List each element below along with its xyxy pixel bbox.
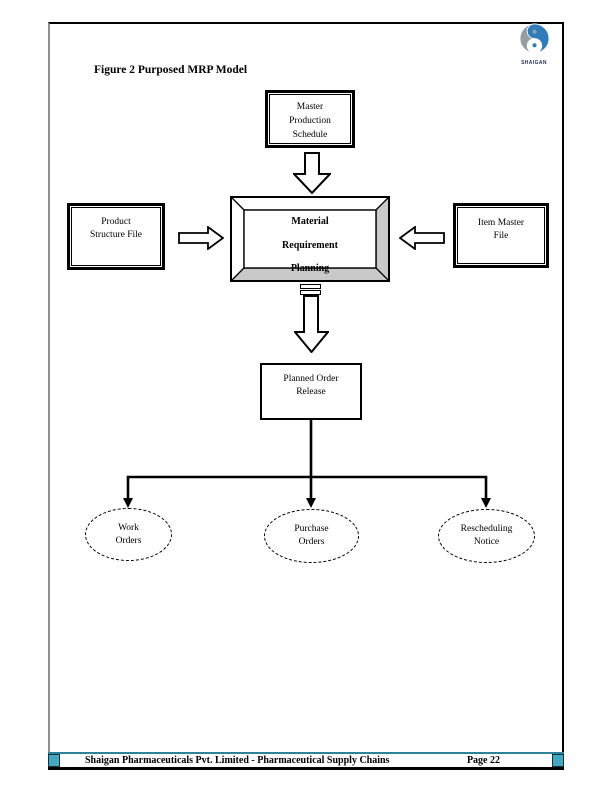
node-master-production-schedule: Master Production Schedule: [265, 90, 355, 148]
block-arrow-down-mrp-to-por: [294, 295, 329, 353]
node-rescheduling-notice: Rescheduling Notice: [438, 509, 535, 563]
page-border-frame: [48, 22, 564, 770]
block-arrow-down-mps-to-mrp: [293, 152, 331, 194]
footer-page-number: Page 22: [466, 755, 500, 766]
node-product-structure-file-label: Product Structure File: [71, 207, 161, 266]
logo: SHAIGAN: [513, 23, 555, 66]
figure-title: Figure 2 Purposed MRP Model: [94, 64, 248, 76]
node-master-production-schedule-label: Master Production Schedule: [269, 94, 351, 144]
node-material-requirement-planning-frame: [230, 196, 390, 282]
stacked-bars-icon: [300, 284, 321, 296]
node-item-master-file: Item Master File: [453, 203, 549, 268]
block-arrow-right-psf-to-mrp: [178, 226, 224, 250]
node-item-master-file-label: Item Master File: [457, 207, 545, 264]
footer-right-accent-square: [552, 754, 564, 767]
node-work-orders: Work Orders: [85, 508, 172, 561]
footer-left-accent-square: [48, 754, 60, 767]
arrowhead-rescheduling-notice: [481, 498, 491, 508]
node-material-requirement-planning-label: Material Requirement Planning: [282, 216, 338, 274]
shaigan-yin-yang-icon: [519, 23, 549, 54]
page-footer: Shaigan Pharmaceuticals Pvt. Limited - P…: [48, 752, 564, 770]
node-product-structure-file: Product Structure File: [67, 203, 165, 270]
node-purchase-orders: Purchase Orders: [264, 509, 359, 563]
footer-company-text: Shaigan Pharmaceuticals Pvt. Limited - P…: [85, 755, 390, 766]
branch-connector-lines: [123, 420, 491, 508]
logo-brand-text: SHAIGAN: [521, 60, 547, 66]
arrowhead-purchase-orders: [306, 498, 316, 508]
block-arrow-left-imf-to-mrp: [399, 226, 445, 250]
arrowhead-work-orders: [123, 498, 133, 508]
node-planned-order-release: Planned Order Release: [260, 363, 362, 420]
